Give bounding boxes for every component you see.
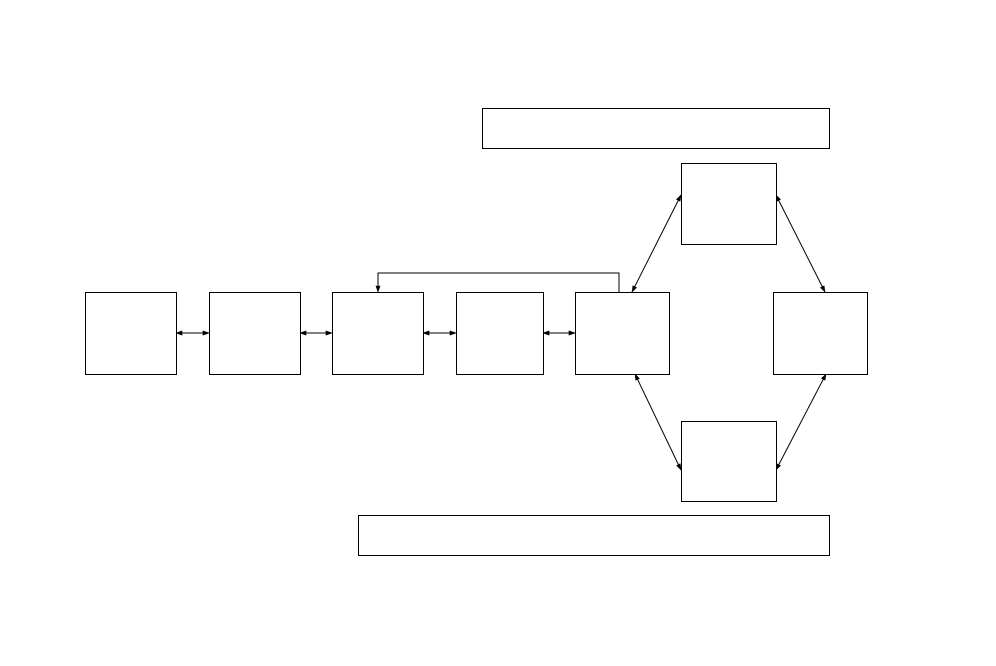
banner-top bbox=[482, 108, 830, 149]
diagram-box-3 bbox=[332, 292, 424, 375]
connector-box-bottom-to-box-right bbox=[775, 373, 827, 471]
connector-box-top-to-box-right bbox=[775, 194, 826, 293]
diagram-box-4 bbox=[456, 292, 544, 375]
boxes bbox=[85, 108, 868, 556]
box-3-rect bbox=[332, 292, 424, 375]
box-2-rect bbox=[209, 292, 301, 375]
diagram-box-bottom bbox=[681, 421, 777, 502]
banner-bottom bbox=[358, 515, 830, 556]
connector-box-5-to-box-bottom bbox=[634, 373, 682, 471]
connector-box-5-to-box-top bbox=[631, 194, 682, 293]
banner-top-rect bbox=[482, 108, 830, 149]
diagram-box-1 bbox=[85, 292, 177, 375]
diagram-box-right bbox=[773, 292, 868, 375]
box-bottom-rect bbox=[681, 421, 777, 502]
diagram-box-2 bbox=[209, 292, 301, 375]
diagram-box-top bbox=[681, 163, 777, 245]
banner-bottom-rect bbox=[358, 515, 830, 556]
box-right-rect bbox=[773, 292, 868, 375]
box-1-rect bbox=[85, 292, 177, 375]
diagram-box-5 bbox=[575, 292, 670, 375]
connectors bbox=[175, 194, 827, 471]
box-4-rect bbox=[456, 292, 544, 375]
box-5-rect bbox=[575, 292, 670, 375]
box-top-rect bbox=[681, 163, 777, 245]
connector-box-5-to-box-3 bbox=[375, 272, 620, 293]
